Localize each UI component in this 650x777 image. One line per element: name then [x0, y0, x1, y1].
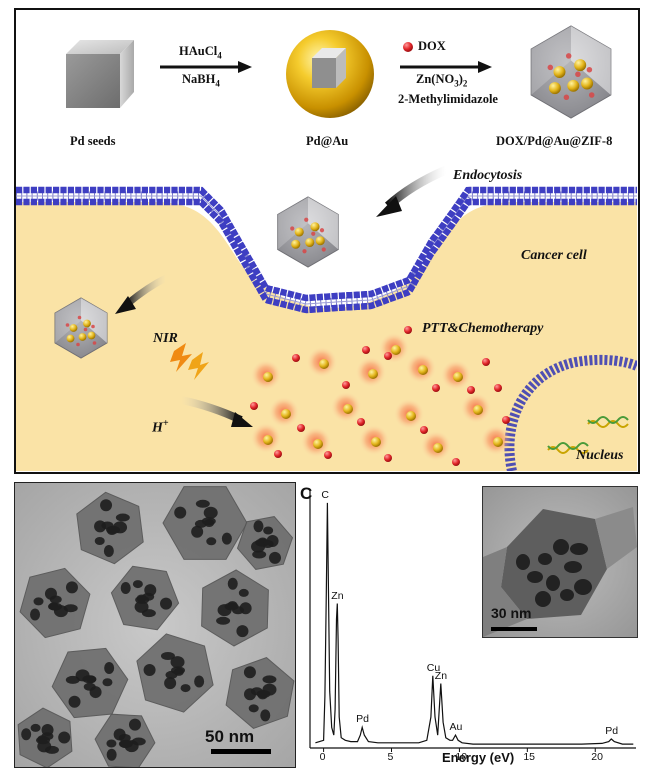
- eds-peak-label: Au: [449, 721, 463, 734]
- eds-peak-label: Zn: [434, 669, 448, 682]
- label-nucleus: Nucleus: [576, 448, 624, 463]
- eds-x-tick-label: 10: [455, 751, 468, 763]
- eds-x-axis-label: Energy (eV): [442, 750, 515, 765]
- reagent-haucl4: HAuCl4: [179, 44, 222, 61]
- nucleus: [504, 354, 637, 471]
- reaction-arrow-2: [400, 61, 492, 73]
- schematic-panel: HAuCl4 NaBH4 DOX Zn(NO3)2 2-Methylimidaz…: [14, 8, 640, 474]
- label-cancer-cell: Cancer cell: [521, 248, 587, 263]
- reagent-dox: DOX: [418, 39, 446, 53]
- scale-bar-inset: [491, 627, 537, 631]
- eds-peak-label: C: [321, 488, 329, 501]
- endocytosis-arrow: [376, 165, 448, 217]
- tem-micrograph-b: [15, 483, 295, 767]
- reagent-nabh4: NaBH4: [182, 72, 220, 89]
- pd-seed-cube: [66, 40, 134, 108]
- label-pd-au: Pd@Au: [306, 134, 349, 148]
- reagent-2-methylimidazole: 2-Methylimidazole: [398, 92, 498, 106]
- dox-legend-dot: [403, 42, 413, 52]
- release-arrow: [115, 274, 168, 314]
- eds-x-tick-label: 20: [591, 751, 603, 763]
- label-endocytosis: Endocytosis: [453, 168, 523, 183]
- scale-bar-b-label: 50 nm: [205, 727, 255, 746]
- nir-lightning-icon: [170, 343, 209, 380]
- zif8-nanoparticle-endocytosed: [277, 196, 339, 268]
- eds-spectrum-chart: [309, 490, 636, 752]
- eds-x-ticks: [323, 748, 596, 752]
- eds-axes: [309, 490, 636, 749]
- pd-au-sphere: [286, 30, 374, 118]
- label-nir: NIR: [153, 331, 178, 346]
- acid-arrow: [180, 396, 253, 427]
- eds-peak-label: Cu: [426, 661, 441, 674]
- label-pd-seeds: Pd seeds: [70, 134, 116, 148]
- reaction-arrow-1: [160, 61, 252, 73]
- scale-bar-inset-label: 30 nm: [491, 605, 532, 621]
- eds-x-tick-label: 5: [387, 751, 394, 763]
- eds-peak-label: Pd: [605, 724, 619, 737]
- eds-peak-label: Zn: [331, 589, 344, 602]
- released-drug-cloud: [250, 326, 511, 466]
- zif8-nanoparticle-released: [54, 297, 108, 359]
- label-ptt-chemotherapy: PTT&Chemotherapy: [422, 321, 544, 336]
- label-dox-pd-au-zif8: DOX/Pd@Au@ZIF-8: [496, 134, 613, 148]
- scale-bar-b: [211, 749, 271, 754]
- eds-peak-label: Pd: [356, 713, 369, 726]
- cell-membrane: [16, 186, 637, 314]
- panel-label-c: C: [300, 484, 313, 503]
- reagent-zn-nitrate: Zn(NO3)2: [416, 72, 468, 89]
- tem-image-b: 50 nm: [14, 482, 296, 768]
- schematic-drawing: [16, 25, 637, 471]
- dna-helix: [547, 416, 629, 454]
- tem-inset-micrograph: [483, 487, 637, 637]
- label-proton: H+: [152, 418, 169, 436]
- eds-x-tick-label: 15: [523, 751, 536, 763]
- eds-spectrum-line: [315, 502, 634, 745]
- zif8-nanoparticle-top: [530, 25, 612, 119]
- tem-inset: 30 nm: [482, 486, 638, 638]
- eds-x-tick-label: 0: [319, 751, 326, 763]
